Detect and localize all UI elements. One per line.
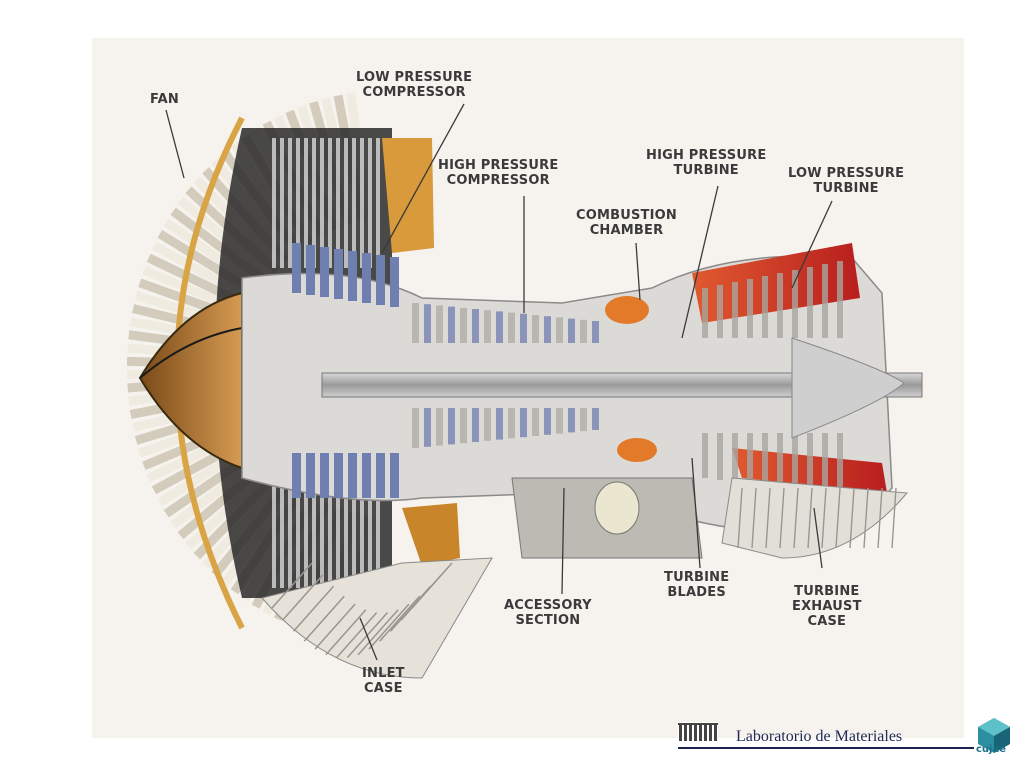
lpc-blade [320,453,329,498]
lpc-blade [390,257,399,307]
hpc-blade [520,313,527,343]
hpc-blade [484,310,491,343]
turbine-blade [702,433,708,478]
lpc-blade [362,453,371,498]
hpc-blade [520,408,527,438]
turbine-blade [732,433,738,482]
turbine-blade [732,282,738,338]
hpc-blade [472,408,479,442]
exhaust-cone [791,337,905,439]
turbine-blade [807,267,813,338]
inlet-case-sweep [261,557,493,679]
exhaust-case-bottom [721,477,909,559]
hpc-blade [568,318,575,343]
hpc-blade [484,408,491,441]
hpc-blade [472,309,479,343]
lpc-blade [306,245,315,295]
lpc-blade [306,453,315,498]
lpc-blade [292,243,301,293]
laboratorio-logo-icon [678,722,718,742]
engine-cutaway-illustration [126,92,923,679]
hpc-blade [532,315,539,343]
lpc-blade [348,251,357,301]
turbine-blade [777,273,783,338]
turbine-blade [762,433,768,486]
combustion-chamber-bottom [617,438,657,462]
hpc-blade [556,317,563,343]
turbine-blade [837,261,843,338]
hpc-blade [556,408,563,434]
hpc-blade [592,408,599,430]
hpc-blade [424,408,431,447]
hpc-blade [460,307,467,343]
lpc-blade [320,247,329,297]
lpc-blade [390,453,399,498]
turbine-blade [717,285,723,338]
hpc-blade [568,408,575,433]
footer-divider [678,747,974,749]
turbine-blade [762,276,768,338]
hpc-blade [448,408,455,445]
cujae-logo-text: cujae [976,744,1007,755]
hpc-blade [508,408,515,439]
hpc-blade [532,408,539,436]
hpc-blade [592,321,599,343]
combustion-chamber-top [605,296,649,324]
hpc-blade [448,306,455,343]
lpc-blade [348,453,357,498]
lpc-blade [334,249,343,299]
lpc-blade [376,255,385,305]
hpc-blade [496,311,503,343]
turbine-blade [747,279,753,338]
hpc-blade [580,319,587,343]
fan-case-bottom [402,503,460,566]
hpc-blade [544,408,551,435]
turbine-blade [747,433,753,484]
turbine-blade [717,433,723,480]
lpc-blade [334,453,343,498]
turbine-blade [822,264,828,338]
lpc-blade [292,453,301,498]
hpc-blade [424,304,431,343]
fan-case-top [382,138,434,253]
hpc-blade [436,408,443,446]
turbine-blade [792,270,798,338]
turbine-blade [702,288,708,338]
hpc-blade [544,316,551,343]
label-fan: FAN [150,92,179,107]
cujae-logo-icon [978,718,1010,753]
turbine-blade [837,433,843,496]
hpc-blade [436,305,443,343]
hpc-blade [460,408,467,444]
hpc-blade [496,408,503,440]
lpc-blade [362,253,371,303]
turbine-blade [792,433,798,490]
turbine-blade [807,433,813,492]
hpc-blade [412,303,419,343]
turbine-blade [777,433,783,488]
hpc-blade [508,312,515,343]
lab-name: Laboratorio de Materiales [736,728,903,745]
turbine-blade [822,433,828,494]
leader-lines [165,103,833,661]
hpc-blade [412,408,419,448]
lpc-blade [376,453,385,498]
hpc-blade [580,408,587,432]
